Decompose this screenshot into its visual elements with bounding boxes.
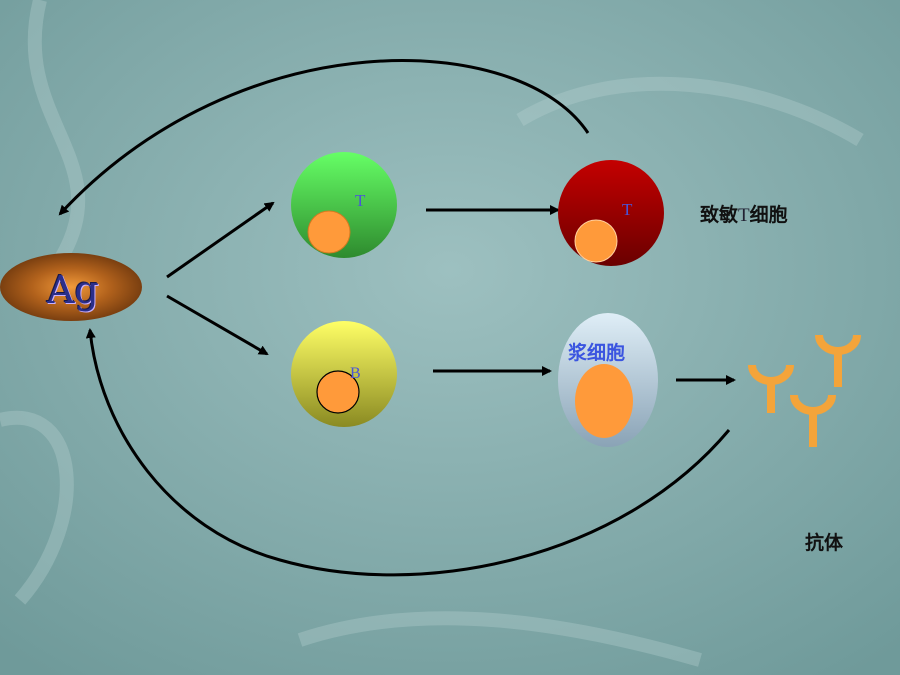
background-swirls: [0, 0, 864, 667]
b-cell-nucleus: [316, 370, 360, 414]
feedback-arrow-bottom: [85, 328, 731, 577]
feedback-arrow-top: [58, 59, 590, 216]
arrow-ag-to-b: [166, 294, 269, 356]
antibody-icon-3: [790, 394, 836, 447]
plasma-cell: [558, 313, 658, 447]
sensitized-t-cell-nucleus: [574, 219, 618, 263]
b-cell: [291, 321, 397, 427]
t-cell-nucleus: [307, 210, 351, 254]
sensitized-prefix: 致敏: [700, 204, 739, 226]
sensitized-t: T: [738, 205, 750, 226]
sensitized-suffix: 细胞: [749, 204, 788, 226]
plasma-cell-label: 浆细胞: [568, 342, 626, 364]
arrow-ag-to-t: [166, 201, 275, 279]
antibody-label: 抗体: [805, 532, 844, 554]
antigen-ellipse: [0, 253, 142, 321]
plasma-cell-nucleus: [575, 364, 633, 438]
t-cell-label: T: [355, 191, 366, 210]
b-cell-label: B: [350, 365, 361, 382]
sensitized-t-cell-label: 致敏T细胞: [700, 200, 788, 227]
antibody-group: [748, 334, 861, 447]
antibody-icon-1: [748, 364, 794, 413]
antigen-label: Ag: [47, 268, 99, 312]
sensitized-t-cell-mark: T: [622, 200, 633, 219]
sensitized-t-cell: [558, 160, 664, 266]
t-cell: [291, 152, 397, 258]
antibody-icon-2: [815, 334, 861, 387]
